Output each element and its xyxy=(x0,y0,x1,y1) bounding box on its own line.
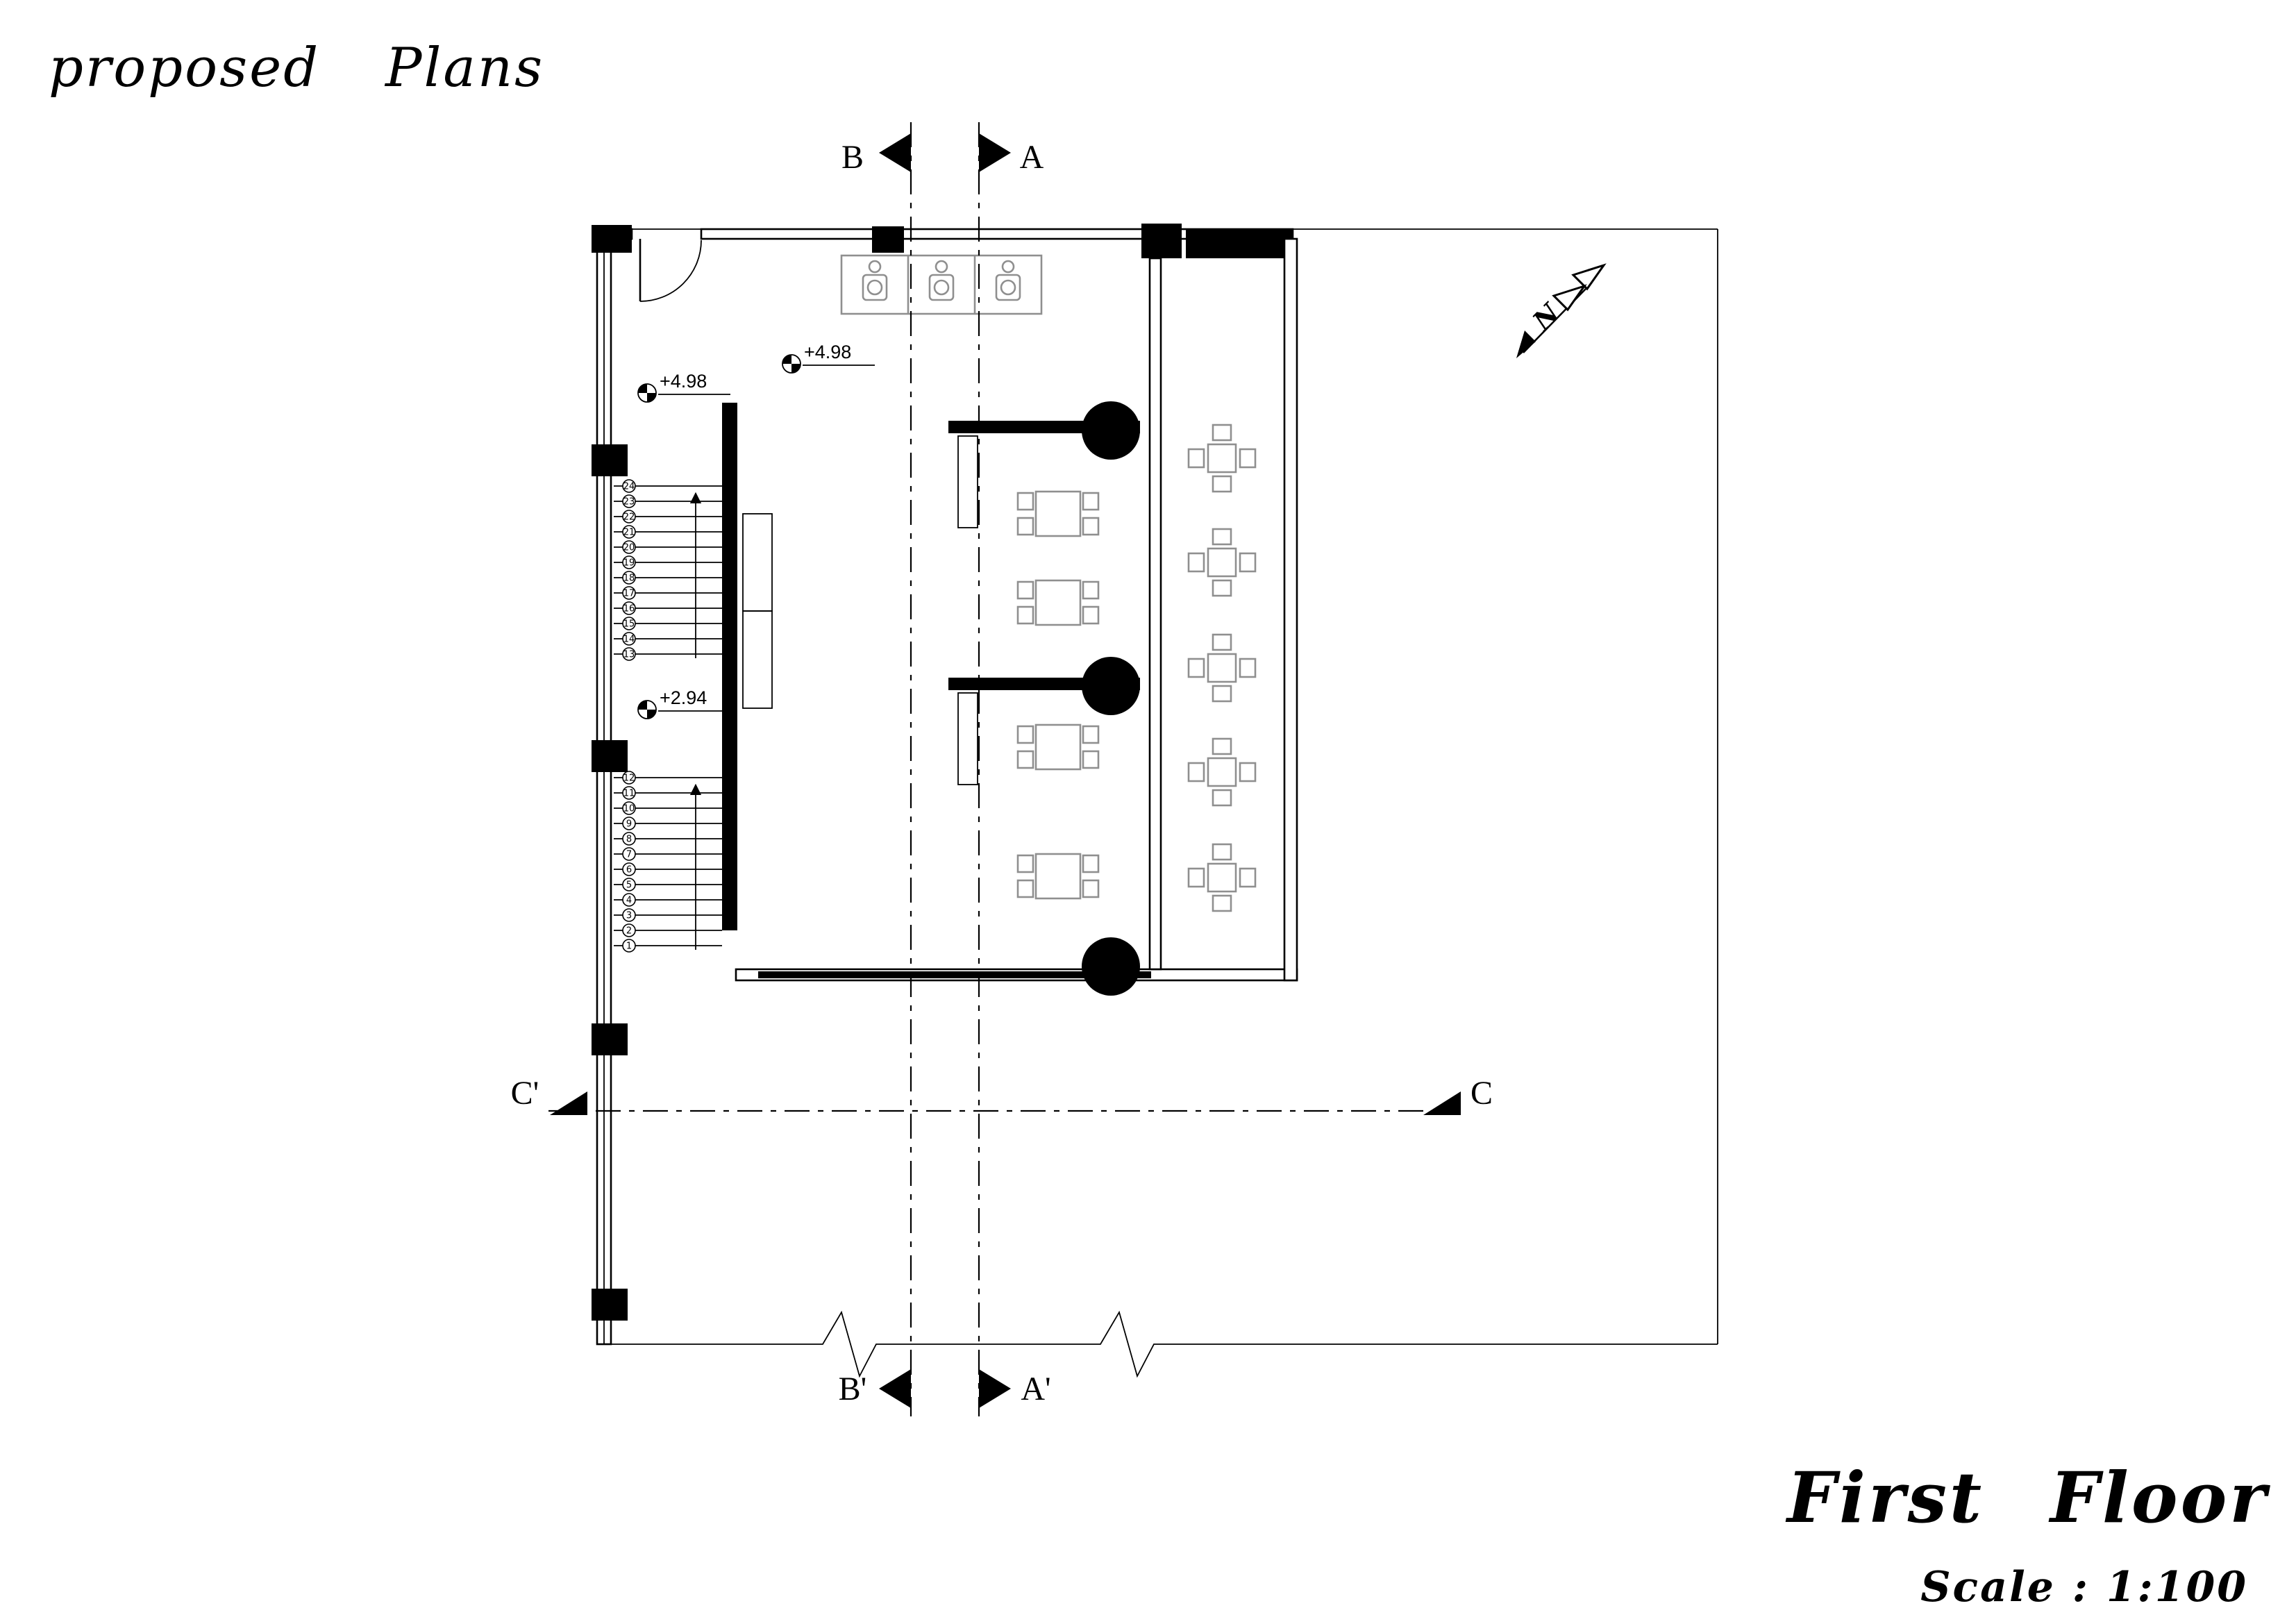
columns xyxy=(592,224,1293,1321)
level-marker: +4.98 xyxy=(637,371,730,403)
section-label-c-right: C xyxy=(1470,1075,1493,1112)
section-label-c-left: C' xyxy=(511,1075,539,1112)
section-label-a-bottom: A' xyxy=(1021,1371,1050,1407)
section-line-b xyxy=(879,122,912,1416)
section-line-a xyxy=(978,122,1011,1416)
round-column xyxy=(1082,937,1140,996)
round-column xyxy=(1082,401,1140,460)
svg-text:7: 7 xyxy=(626,850,632,860)
svg-text:1: 1 xyxy=(626,941,632,952)
svg-text:3: 3 xyxy=(626,911,632,921)
drawing-scale: Scale : 1:100 xyxy=(1920,1563,2248,1612)
svg-text:12: 12 xyxy=(623,773,635,784)
hall-terrace-divider xyxy=(1148,257,1162,971)
section-label-b-bottom: B' xyxy=(839,1371,867,1407)
left-wall xyxy=(596,228,612,1346)
svg-text:16: 16 xyxy=(623,604,635,614)
svg-text:11: 11 xyxy=(623,789,635,799)
svg-text:6: 6 xyxy=(626,865,632,876)
section-label-a-top: A xyxy=(1020,139,1044,176)
round-column xyxy=(1082,657,1140,715)
svg-text:4: 4 xyxy=(626,896,632,906)
svg-text:14: 14 xyxy=(623,635,635,645)
level-value: +2.94 xyxy=(660,687,707,708)
level-value: +4.98 xyxy=(660,371,707,392)
terrace-right-wall xyxy=(1283,237,1298,982)
terrace xyxy=(1187,237,1298,982)
svg-text:9: 9 xyxy=(626,819,632,830)
level-marker: +2.94 xyxy=(637,687,730,719)
svg-text:23: 23 xyxy=(623,497,635,508)
level-value: +4.98 xyxy=(804,342,851,362)
svg-text:10: 10 xyxy=(623,804,635,814)
svg-text:15: 15 xyxy=(623,619,635,630)
svg-text:2: 2 xyxy=(626,926,632,937)
svg-text:18: 18 xyxy=(623,574,635,584)
drawing-title: First Floor xyxy=(1785,1457,2270,1539)
svg-text:22: 22 xyxy=(623,512,635,523)
level-marker: +4.98 xyxy=(782,342,875,374)
svg-text:19: 19 xyxy=(623,558,635,569)
svg-text:13: 13 xyxy=(623,650,635,660)
svg-text:8: 8 xyxy=(626,835,632,845)
entrance-door xyxy=(639,239,702,302)
sheet-title: proposed Plans xyxy=(49,37,544,99)
section-line-c xyxy=(548,1091,1461,1115)
upper-flight-numbers: 13 14 15 16 17 18 19 20 21 22 23 24 xyxy=(622,479,636,661)
svg-text:5: 5 xyxy=(626,880,632,891)
svg-text:20: 20 xyxy=(623,543,635,553)
svg-text:17: 17 xyxy=(623,589,635,599)
svg-text:24: 24 xyxy=(623,482,635,492)
section-label-b-top: B xyxy=(841,139,864,176)
toilet-area xyxy=(840,254,1043,315)
svg-text:21: 21 xyxy=(623,528,635,538)
stair-wall xyxy=(722,403,737,930)
